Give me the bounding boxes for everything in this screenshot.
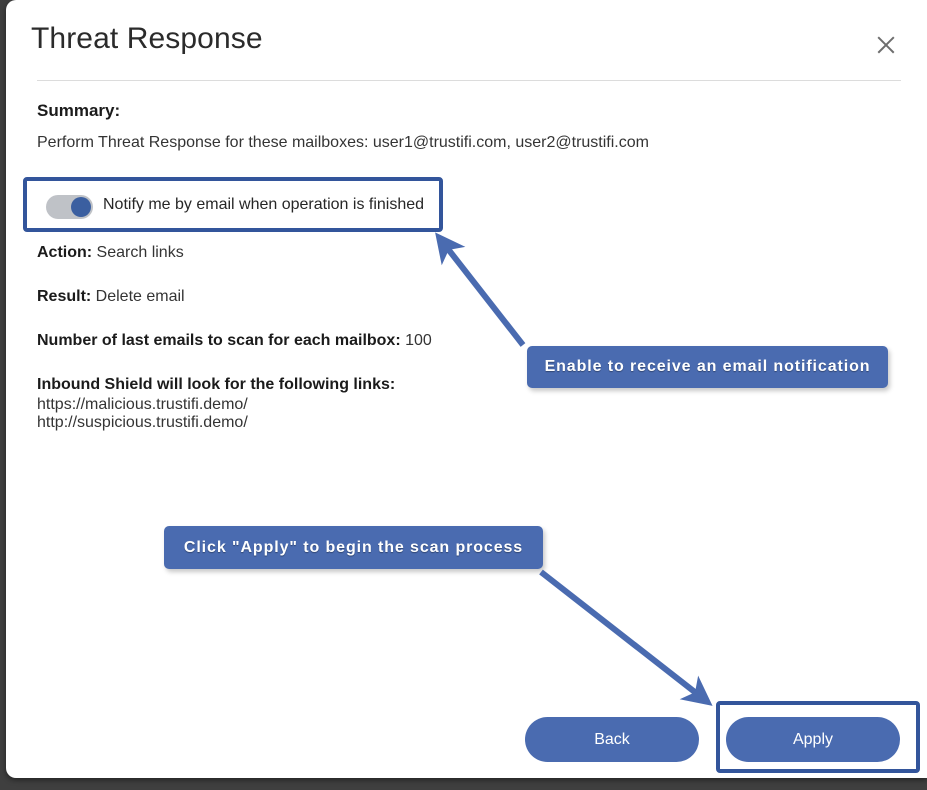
- summary-label: Summary:: [37, 101, 121, 120]
- detail-result: Result: Delete email: [37, 288, 185, 306]
- detail-scan-count-value: 100: [405, 332, 432, 349]
- summary-text: Perform Threat Response for these mailbo…: [37, 134, 649, 151]
- detail-link-item: http://suspicious.trustifi.demo/: [37, 414, 248, 431]
- page-title: Threat Response: [31, 22, 263, 55]
- apply-button[interactable]: Apply: [726, 717, 900, 762]
- annotation-notify-callout: Enable to receive an email notification: [527, 346, 888, 388]
- detail-scan-count: Number of last emails to scan for each m…: [37, 332, 432, 350]
- back-button[interactable]: Back: [525, 717, 699, 762]
- annotation-apply-callout: Click "Apply" to begin the scan process: [164, 526, 543, 569]
- header-divider: [37, 80, 901, 81]
- detail-scan-count-label: Number of last emails to scan for each m…: [37, 332, 406, 349]
- toggle-knob-icon: [71, 197, 91, 217]
- detail-result-value: Delete email: [95, 288, 185, 305]
- threat-response-dialog: Threat Response Summary: Perform Threat …: [6, 0, 927, 778]
- notify-toggle-label: Notify me by email when operation is fin…: [103, 196, 425, 213]
- notify-toggle[interactable]: [46, 195, 93, 219]
- detail-action-value: Search links: [96, 244, 184, 261]
- notify-highlight-box: Notify me by email when operation is fin…: [23, 177, 443, 232]
- detail-link-item: https://malicious.trustifi.demo/: [37, 396, 248, 413]
- close-icon[interactable]: [871, 30, 901, 60]
- detail-links-title: Inbound Shield will look for the followi…: [37, 376, 396, 393]
- detail-action-label: Action:: [37, 244, 97, 261]
- dialog-header: Threat Response: [31, 22, 901, 74]
- detail-action: Action: Search links: [37, 244, 184, 262]
- detail-result-label: Result:: [37, 288, 96, 305]
